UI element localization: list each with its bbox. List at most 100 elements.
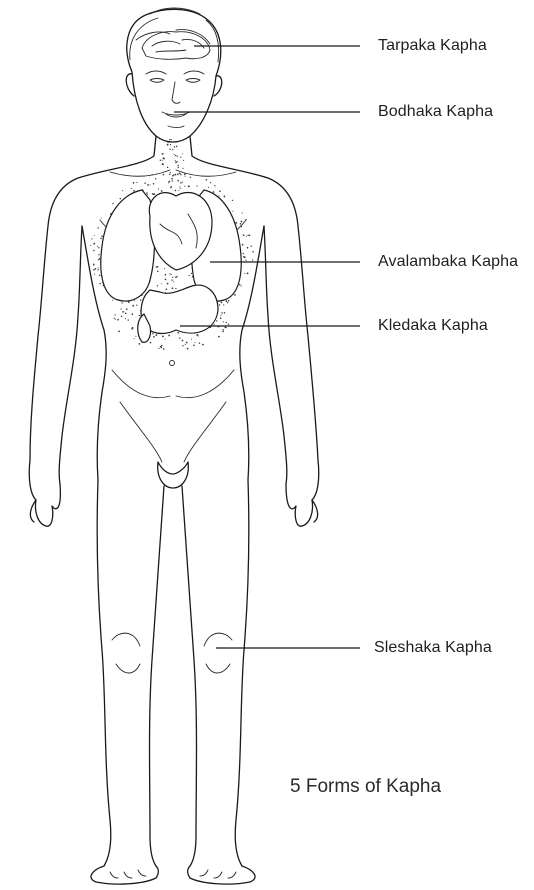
- stipple-dot: [188, 185, 190, 187]
- stipple-dot: [196, 334, 198, 336]
- stipple-dot: [134, 300, 135, 301]
- stipple-dot: [162, 336, 163, 337]
- stipple-dot: [131, 188, 132, 189]
- stipple-dot: [133, 190, 135, 192]
- stipple-dot: [249, 234, 251, 236]
- stipple-dot: [239, 284, 240, 285]
- stipple-dot: [126, 308, 128, 310]
- stipple-dot: [135, 336, 136, 337]
- stipple-dot: [182, 168, 183, 169]
- stipple-dot: [197, 335, 198, 336]
- stipple-dot: [178, 190, 179, 191]
- stipple-dot: [241, 221, 243, 223]
- stipple-dot: [241, 285, 242, 286]
- stipple-dot: [169, 139, 170, 140]
- stipple-dot: [177, 276, 178, 277]
- stipple-dot: [174, 146, 175, 147]
- stipple-dot: [150, 184, 151, 185]
- stipple-dot: [177, 156, 178, 157]
- stipple-dot: [132, 305, 134, 307]
- stipple-dot: [166, 288, 168, 290]
- stipple-dot: [175, 160, 176, 161]
- stipple-dot: [165, 274, 167, 276]
- stipple-dot: [180, 182, 182, 184]
- stipple-dot: [177, 180, 179, 182]
- stipple-dot: [185, 176, 186, 177]
- stipple-dot: [115, 319, 116, 320]
- stipple-dot: [194, 342, 195, 343]
- stipple-dot: [150, 342, 152, 344]
- stipple-dot: [182, 181, 183, 182]
- stipple-dot: [172, 277, 173, 278]
- stipple-dot: [156, 266, 157, 267]
- stipple-dot: [160, 160, 161, 161]
- stipple-dot: [202, 344, 204, 346]
- label-sleshaka-kapha: Sleshaka Kapha: [374, 639, 492, 657]
- stipple-dot: [175, 155, 176, 156]
- stipple-dot: [100, 238, 102, 240]
- stipple-dot: [171, 178, 173, 180]
- stipple-dot: [214, 185, 215, 186]
- stipple-dot: [185, 344, 186, 345]
- stipple-dot: [167, 144, 169, 146]
- stipple-dot: [184, 186, 185, 187]
- stipple-dot: [134, 338, 135, 339]
- stipple-dot: [152, 193, 153, 194]
- stipple-dot: [234, 294, 236, 296]
- stipple-dot: [133, 182, 135, 184]
- stipple-dot: [94, 274, 95, 275]
- stipple-dot: [131, 328, 132, 329]
- stipple-dot: [170, 144, 171, 145]
- stipple-dot: [165, 279, 167, 281]
- stipple-dot: [136, 304, 137, 305]
- stipple-dot: [167, 283, 169, 285]
- stipple-dot: [220, 315, 221, 316]
- stipple-dot: [240, 223, 242, 225]
- stipple-dot: [153, 336, 155, 338]
- stipple-dot: [224, 196, 226, 198]
- stipple-dot: [101, 218, 102, 219]
- stipple-dot: [189, 177, 190, 178]
- stipple-dot: [173, 281, 174, 282]
- stipple-dot: [232, 200, 233, 201]
- stipple-dot: [169, 174, 170, 175]
- diagram-caption: 5 Forms of Kapha: [290, 776, 441, 798]
- stipple-dot: [175, 276, 177, 278]
- stipple-dot: [172, 287, 174, 289]
- stipple-dot: [118, 331, 120, 333]
- stipple-dot: [216, 320, 217, 321]
- stipple-dot: [162, 160, 163, 161]
- stipple-dot: [112, 203, 113, 204]
- stipple-dot: [98, 247, 99, 248]
- stipple-dot: [95, 268, 97, 270]
- stipple-dot: [180, 188, 181, 189]
- stipple-dot: [167, 167, 168, 168]
- stipple-dot: [226, 322, 227, 323]
- stipple-dot: [242, 244, 244, 246]
- stipple-dot: [172, 149, 173, 150]
- stipple-dot: [247, 235, 248, 236]
- stipple-dot: [90, 245, 91, 246]
- stipple-dot: [244, 256, 246, 258]
- stipple-dot: [228, 300, 230, 302]
- stipple-dot: [115, 314, 116, 315]
- stipple-dot: [164, 268, 165, 269]
- stipple-dot: [175, 162, 177, 164]
- stipple-dot: [98, 259, 99, 260]
- stipple-dot: [97, 267, 98, 268]
- stipple-dot: [136, 182, 137, 183]
- stipple-dot: [112, 300, 113, 301]
- label-avalambaka-kapha: Avalambaka Kapha: [378, 253, 518, 271]
- stipple-dot: [140, 299, 141, 300]
- label-tarpaka-kapha: Tarpaka Kapha: [378, 37, 487, 55]
- stipple-dot: [99, 275, 101, 277]
- stipple-dot: [214, 324, 215, 325]
- stipple-dot: [172, 175, 174, 177]
- stipple-dot: [232, 211, 233, 212]
- stipple-dot: [224, 312, 225, 313]
- stipple-dot: [168, 181, 170, 183]
- stipple-dot: [223, 304, 224, 305]
- stipple-dot: [158, 348, 159, 349]
- stipple-dot: [227, 302, 228, 303]
